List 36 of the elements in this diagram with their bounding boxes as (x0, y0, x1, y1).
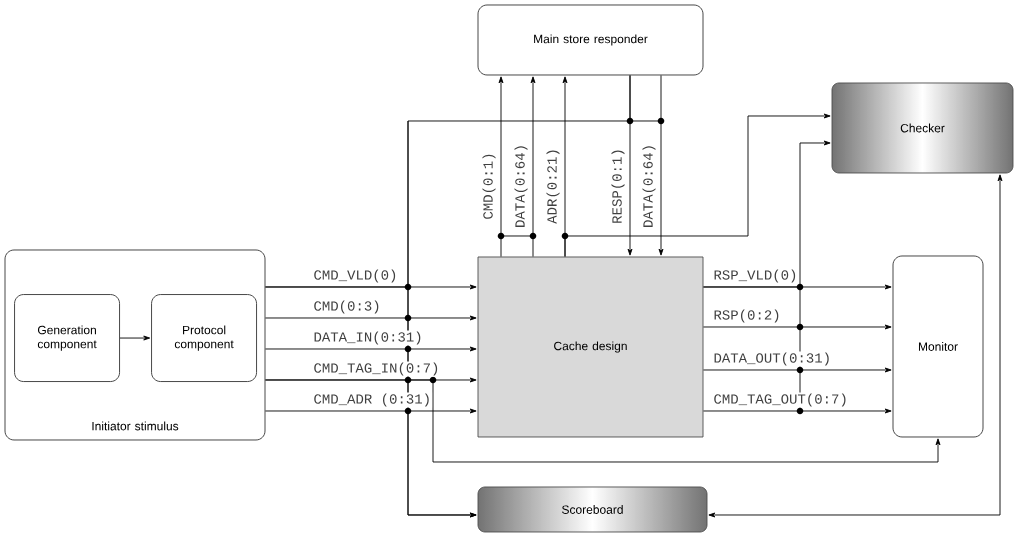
arrow (265, 379, 941, 463)
arrow (703, 140, 831, 288)
signal-label: DATA_OUT(0:31) (712, 351, 833, 367)
arrow (564, 113, 831, 257)
signal-label: DATA(0:64) (513, 143, 529, 229)
signal-label: RSP(0:2) (712, 308, 782, 324)
signal-label: RSP_VLD(0) (712, 268, 799, 284)
arrow (658, 75, 664, 256)
arrow (703, 367, 892, 373)
signal-label: DATA_IN(0:31) (312, 330, 424, 346)
signal-label: DATA(0:64) (641, 143, 657, 229)
process-box: Generation component (14, 294, 120, 382)
signal-label: RESP(0:1) (610, 147, 626, 225)
signal-label: CMD_ADR (0:31) (312, 392, 433, 408)
arrow (703, 408, 892, 414)
signal-label: CMD(0:1) (481, 151, 497, 221)
process-box: Protocol component (151, 294, 257, 382)
process-box: Main store responder (477, 4, 704, 76)
arrow (265, 408, 477, 414)
arrow (498, 76, 504, 257)
arrow (265, 315, 477, 321)
arrow (703, 324, 892, 330)
signal-label: CMD_TAG_IN(0:7) (312, 361, 441, 377)
signal-label: CMD(0:3) (312, 299, 382, 315)
arrow (407, 75, 631, 518)
block-box: Cache design (477, 256, 704, 438)
arrow (265, 346, 477, 352)
arrow (708, 174, 1003, 518)
process-box: Monitor (892, 255, 984, 438)
signal-label: CMD_VLD(0) (312, 268, 399, 284)
shaded-box: Scoreboard (477, 486, 708, 533)
arrow (530, 76, 536, 257)
shaded-box: Checker (831, 82, 1014, 174)
signal-label: ADR(0:21) (545, 147, 561, 225)
arrow (119, 335, 151, 341)
signal-label: CMD_TAG_OUT(0:7) (712, 392, 849, 408)
